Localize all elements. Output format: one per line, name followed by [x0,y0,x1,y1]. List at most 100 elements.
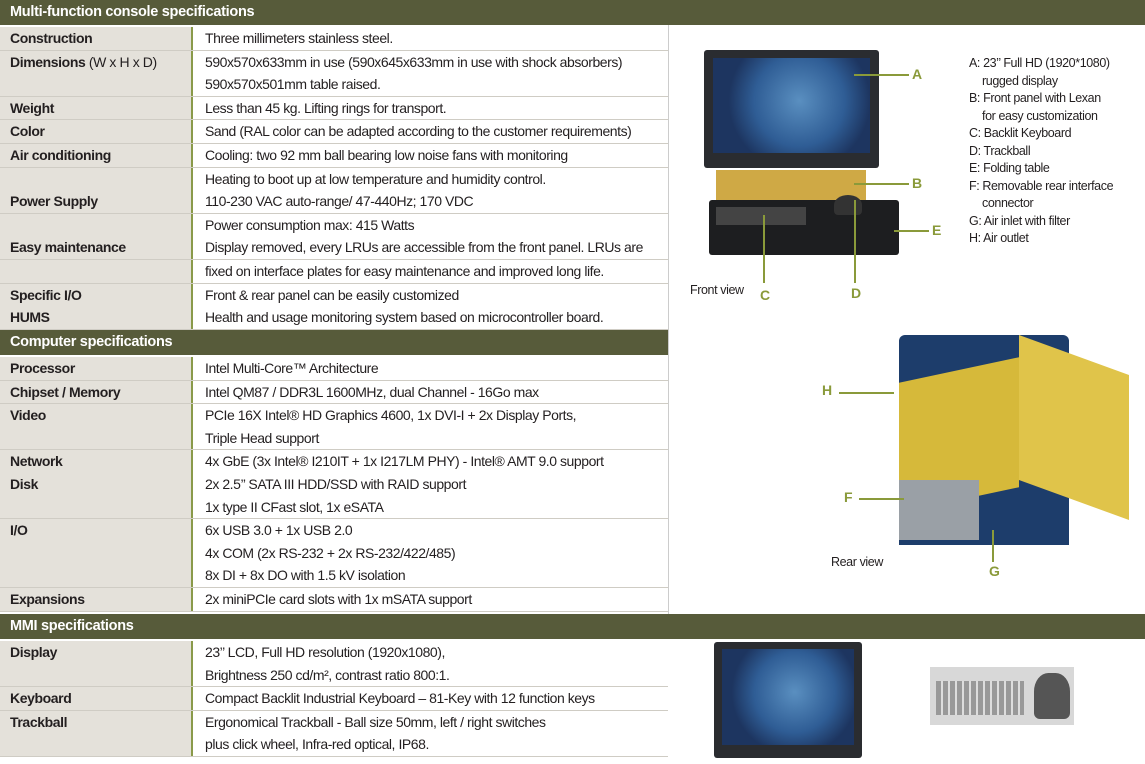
spec-label: Easy maintenance [0,213,193,259]
spec-label: Construction [0,27,193,50]
value-line: PCIe 16X Intel® HD Graphics 4600, 1x DVI… [205,407,577,424]
spec-row: Video PCIe 16X Intel® HD Graphics 4600, 1… [0,404,668,451]
section-header: Multi-function console specifications [0,0,1145,25]
callout-a: A [912,66,923,82]
label-text: Expansions [10,590,85,607]
spec-value: 2x miniPCIe card slots with 1x mSATA sup… [193,587,668,611]
spec-label: Trackball [0,710,193,756]
value-line: Intel Multi-Core™ Architecture [205,360,379,376]
spec-value: Less than 45 kg. Lifting rings for trans… [193,96,668,120]
spec-value: Intel Multi-Core™ Architecture [193,357,668,380]
spec-label: Weight [0,96,193,120]
label-text: Disk [10,475,38,492]
spec-label: Dimensions (W x H x D) [0,50,193,96]
legend-item: G: Air inlet with filter [969,213,1070,228]
spec-value: 23’’ LCD, Full HD resolution (1920x1080)… [193,641,668,687]
value-line: 110-230 VAC auto-range/ 47-440Hz; 170 VD… [205,193,474,210]
label-text: Color [10,123,45,140]
spec-row: Construction Three millimeters stainless … [0,27,668,51]
rear-view-console-image [874,334,1134,555]
spec-value: Sand (RAL color can be adapted according… [193,120,668,143]
spec-label: Power Supply [0,167,193,213]
spec-value: fixed on interface plates for easy maint… [193,259,668,283]
label-text: Processor [10,360,75,376]
callout-g: G [989,563,1000,579]
label-text: Specific I/O [10,286,82,303]
label-text: Chipset / Memory [10,383,121,400]
label-text: I/O [10,522,28,539]
product-images-panel: A B E C D Front view A: 23’’ Full HD (19… [668,25,1145,614]
value-line: Three millimeters stainless steel. [205,30,393,46]
spec-label: Air conditioning [0,143,193,167]
label-text: HUMS [10,309,50,326]
value-line: Less than 45 kg. Lifting rings for trans… [205,99,447,116]
spec-value: Compact Backlit Industrial Keyboard – 81… [193,687,668,710]
spec-value: Front & rear panel can be easily customi… [193,283,668,329]
value-line: fixed on interface plates for easy maint… [205,262,604,279]
value-line: Sand (RAL color can be adapted according… [205,123,632,140]
value-line: 4x COM (2x RS-232 + 2x RS-232/422/485) [205,544,456,561]
label-text: Air conditioning [10,146,111,163]
spec-label: Keyboard [0,687,193,710]
spec-row: Processor Intel Multi-Core™ Architecture [0,357,668,381]
value-line: 2x miniPCIe card slots with 1x mSATA sup… [205,590,472,607]
value-line: 8x DI + 8x DO with 1.5 kV isolation [205,567,406,584]
value-line: 23’’ LCD, Full HD resolution (1920x1080)… [205,644,445,660]
label-text: Network [10,453,63,470]
spec-label: Display [0,641,193,687]
value-line: Power consumption max: 415 Watts [205,216,415,233]
value-line: Health and usage monitoring system based… [205,309,604,326]
spec-label: I/O [0,519,193,587]
label-text: Dimensions [10,53,86,70]
label-text: Display [10,644,57,660]
label-text: Power Supply [10,193,98,210]
legend-item: A: 23’’ Full HD (1920*1080) [969,56,1110,70]
spec-value: Intel QM87 / DDR3L 1600MHz, dual Channel… [193,380,668,404]
legend-item: rugged display [982,73,1058,88]
legend-item: E: Folding table [969,161,1050,175]
value-line: Heating to boot up at low temperature an… [205,170,546,187]
spec-table: Construction Three millimeters stainless … [0,27,668,330]
value-line: Brightness 250 cd/m², contrast ratio 800… [205,666,450,683]
spec-label: Specific I/O HUMS [0,283,193,329]
callout-d: D [851,285,862,301]
value-line: Cooling: two 92 mm ball bearing low nois… [205,146,568,163]
spec-row: Display 23’’ LCD, Full HD resolution (192… [0,641,668,688]
callout-c: C [760,287,771,303]
spec-value: PCIe 16X Intel® HD Graphics 4600, 1x DVI… [193,404,668,450]
legend-item: H: Air outlet [969,231,1029,245]
value-line: Compact Backlit Industrial Keyboard – 81… [205,690,595,707]
spec-row: fixed on interface plates for easy maint… [0,259,668,284]
spec-value: Heating to boot up at low temperature an… [193,167,668,213]
spec-label: Color [0,120,193,143]
callout-e: E [932,222,942,238]
legend-item: D: Trackball [969,143,1031,158]
spec-row: Power Supply Heating to boot up at low te… [0,167,668,214]
callout-f: F [844,489,853,505]
spec-row: Expansions 2x miniPCIe card slots with 1x… [0,587,668,612]
spec-label: Video [0,404,193,450]
label-text: Construction [10,30,93,46]
spec-label: Chipset / Memory [0,380,193,404]
value-line: 590x570x501mm table raised. [205,76,381,93]
value-line: Front & rear panel can be easily customi… [205,286,459,303]
spec-label [0,259,193,283]
spec-label: Processor [0,357,193,380]
legend-item: F: Removable rear interface [969,178,1114,193]
value-line: 2x 2.5’’ SATA III HDD/SSD with RAID supp… [205,475,467,492]
label-text: Trackball [10,713,68,730]
callout-h: H [822,382,833,398]
spec-row: Dimensions (W x H x D) 590x570x633mm in u… [0,50,668,97]
spec-label: Expansions [0,587,193,611]
front-view-console-image [704,50,899,280]
spec-row: Air conditioning Cooling: two 92 mm ball … [0,143,668,168]
value-line: 590x570x633mm in use (590x645x633mm in u… [205,53,623,70]
label-text: Easy maintenance [10,239,126,256]
spec-value: Ergonomical Trackball - Ball size 50mm, … [193,710,668,756]
spec-value: 590x570x633mm in use (590x645x633mm in u… [193,50,668,96]
legend-item: B: Front panel with Lexan [969,91,1101,105]
value-line: Ergonomical Trackball - Ball size 50mm, … [205,713,546,730]
spec-value: Three millimeters stainless steel. [193,27,668,50]
